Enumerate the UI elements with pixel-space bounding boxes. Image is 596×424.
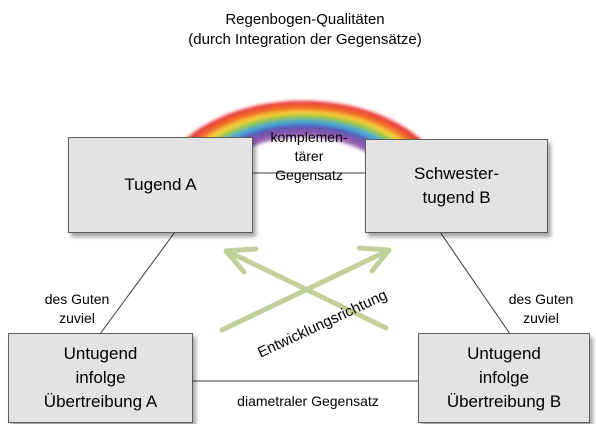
box-vice-b: Untugend infolge Übertreibung B [418,333,590,423]
box-sister-virtue-b: Schwester- tugend B [365,139,548,233]
box-sister-virtue-b-label: Schwester- tugend B [413,164,500,207]
diagram-title: Regenbogen-Qualitäten (durch Integration… [150,10,460,50]
label-too-much-good-right: des Guten zuviel [508,291,574,326]
box-virtue-a-label: Tugend A [124,175,197,194]
title-line-1: Regenbogen-Qualitäten [225,11,385,28]
connector-left [99,231,176,335]
box-virtue-a: Tugend A [68,137,253,233]
development-arrows [219,245,392,333]
box-vice-a: Untugend infolge Übertreibung A [8,333,193,423]
arrow-to-virtue-b [219,245,392,333]
label-too-much-good-left: des Guten zuviel [44,291,110,326]
box-vice-a-label: Untugend infolge Übertreibung A [43,344,158,411]
label-complementary-contrast: komplemen- tärer Gegensatz [270,129,348,183]
label-diametrical-contrast: diametraler Gegensatz [237,393,379,409]
connector-right [439,231,511,335]
title-line-2: (durch Integration der Gegensätze) [188,31,422,48]
box-vice-b-label: Untugend infolge Übertreibung B [446,344,562,411]
